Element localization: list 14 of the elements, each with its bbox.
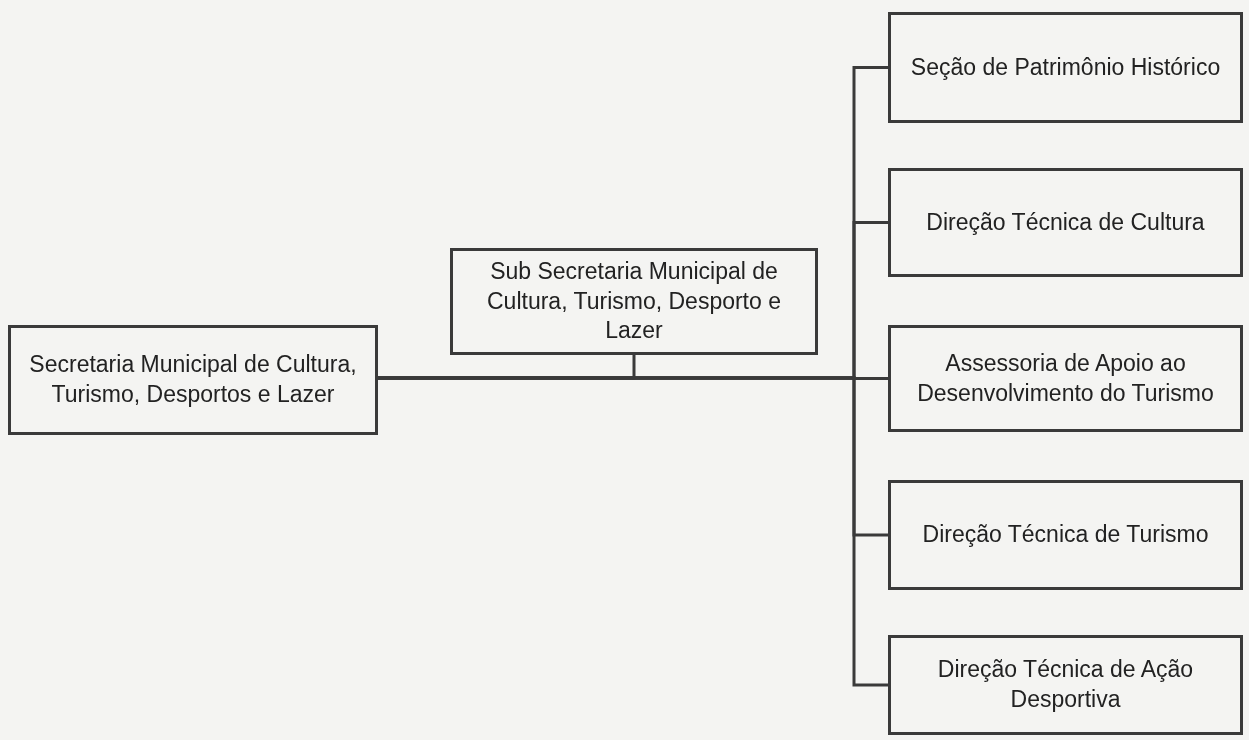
org-box	[888, 168, 1243, 277]
box-label: Assessoria de Apoio ao Desenvolvimento do Turismo	[916, 348, 1215, 408]
box-label: Secretaria Municipal de Cultura, Turismo, Desportos e Lazer	[28, 350, 358, 409]
org-box	[888, 635, 1243, 735]
org-box	[888, 12, 1243, 123]
org-box	[888, 325, 1243, 432]
box-label: Sub Secretaria Municipal de Cultura, Turismo, Desporto e Lazer	[486, 256, 782, 346]
box-label: Direção Técnica de Turismo	[922, 520, 1209, 550]
org-box	[450, 248, 818, 355]
box-label: Direção Técnica de Cultura	[926, 207, 1205, 237]
box-label: Seção de Patrimônio Histórico	[910, 52, 1221, 82]
org-box	[8, 325, 378, 435]
box-label: Direção Técnica de Ação Desportiva	[936, 655, 1195, 714]
org-box	[888, 480, 1243, 590]
